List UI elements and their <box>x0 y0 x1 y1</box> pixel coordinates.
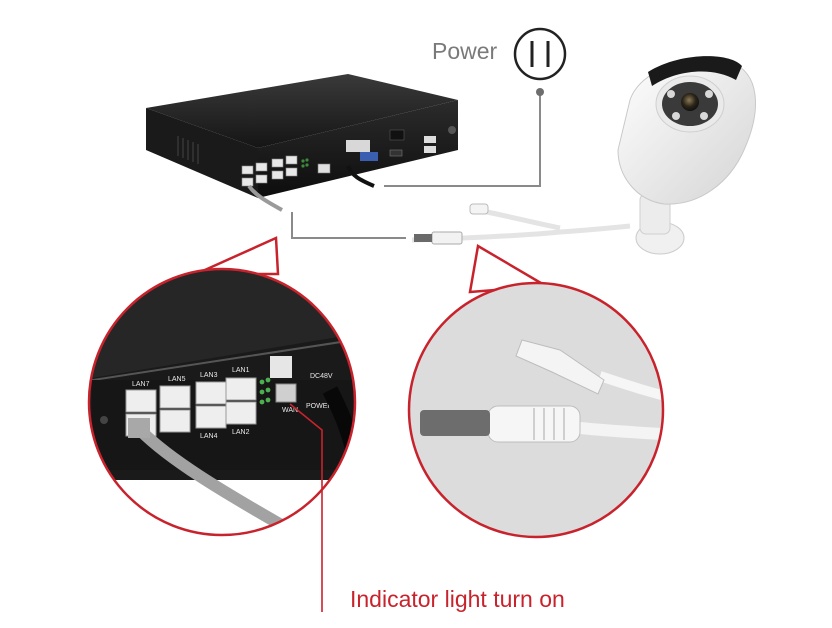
nvr-switch <box>389 129 405 141</box>
port-label-dc48v: DC48V <box>310 373 333 380</box>
power-line <box>384 92 541 187</box>
nvr-hdmi-port <box>389 149 403 157</box>
nvr-zoom-border <box>87 267 357 537</box>
network-line <box>291 212 406 239</box>
nvr-sticker <box>346 140 370 152</box>
port-label-lan2: LAN2 <box>232 429 250 436</box>
bullet-camera <box>411 56 756 255</box>
zoom-port-labels: LAN7 LAN5 LAN3 LAN1 LAN4 LAN2 WAN POWER … <box>132 367 333 440</box>
zoom-network-plug <box>128 418 150 438</box>
nvr-vga-port <box>360 152 378 161</box>
nvr-power-cable <box>346 165 375 188</box>
connector-zoom-border <box>407 281 665 539</box>
zoom-power-cable <box>322 386 355 472</box>
port-label-lan4: LAN4 <box>200 433 218 440</box>
rj45-connector <box>431 231 463 245</box>
zoom-dc-cable <box>598 371 663 409</box>
zoom-rj45-plug <box>420 410 490 436</box>
zoom-rj45-ribs <box>533 408 565 440</box>
indicator-label: Indicator light turn on <box>350 586 565 612</box>
zoom-indicator-leds <box>259 377 271 405</box>
nvr-usb-port-2 <box>424 146 436 153</box>
indicator-leader-line <box>289 403 323 612</box>
zoom-wan-port <box>275 383 297 403</box>
nvr-network-cable <box>247 184 283 212</box>
nvr-usb-port-1 <box>424 136 436 143</box>
dc-connector <box>469 203 489 215</box>
nvr-zoom-bubble: LAN7 LAN5 LAN3 LAN1 LAN4 LAN2 WAN POWER … <box>87 236 357 537</box>
camera-sunshield <box>648 56 742 86</box>
power-outlet-icon <box>513 27 567 81</box>
nvr-status-leds <box>301 158 309 168</box>
port-label-lan3: LAN3 <box>200 372 218 379</box>
nvr-wan-port <box>317 163 331 174</box>
zoom-network-cable <box>135 425 293 535</box>
port-label-power: POWER <box>306 403 332 410</box>
nvr-top-face <box>146 74 458 148</box>
zoom-screw <box>100 416 108 424</box>
nvr-recorder <box>146 74 458 212</box>
zoom-dc-connector <box>515 339 605 395</box>
camera-ir-leds <box>667 90 713 120</box>
nvr-ground-screw <box>448 126 456 134</box>
vent-slits <box>177 136 199 164</box>
power-label: Power <box>432 38 498 64</box>
power-line-dot <box>536 88 544 96</box>
connection-lines <box>291 92 541 239</box>
rj45-plug <box>414 234 432 242</box>
zoom-lan-ports <box>125 377 257 437</box>
port-label-lan5: LAN5 <box>168 376 186 383</box>
nvr-side-face <box>146 108 258 198</box>
camera-lens <box>681 93 699 111</box>
port-label-lan1: LAN1 <box>232 367 250 374</box>
nvr-lan-ports <box>241 155 298 187</box>
port-label-wan: WAN <box>282 407 298 414</box>
connector-zoom-bubble <box>407 244 665 539</box>
zoom-ethernet-cable <box>579 422 663 442</box>
camera-power-branch <box>475 207 561 231</box>
zoom-sticker <box>270 356 292 378</box>
port-label-lan7: LAN7 <box>132 381 150 388</box>
